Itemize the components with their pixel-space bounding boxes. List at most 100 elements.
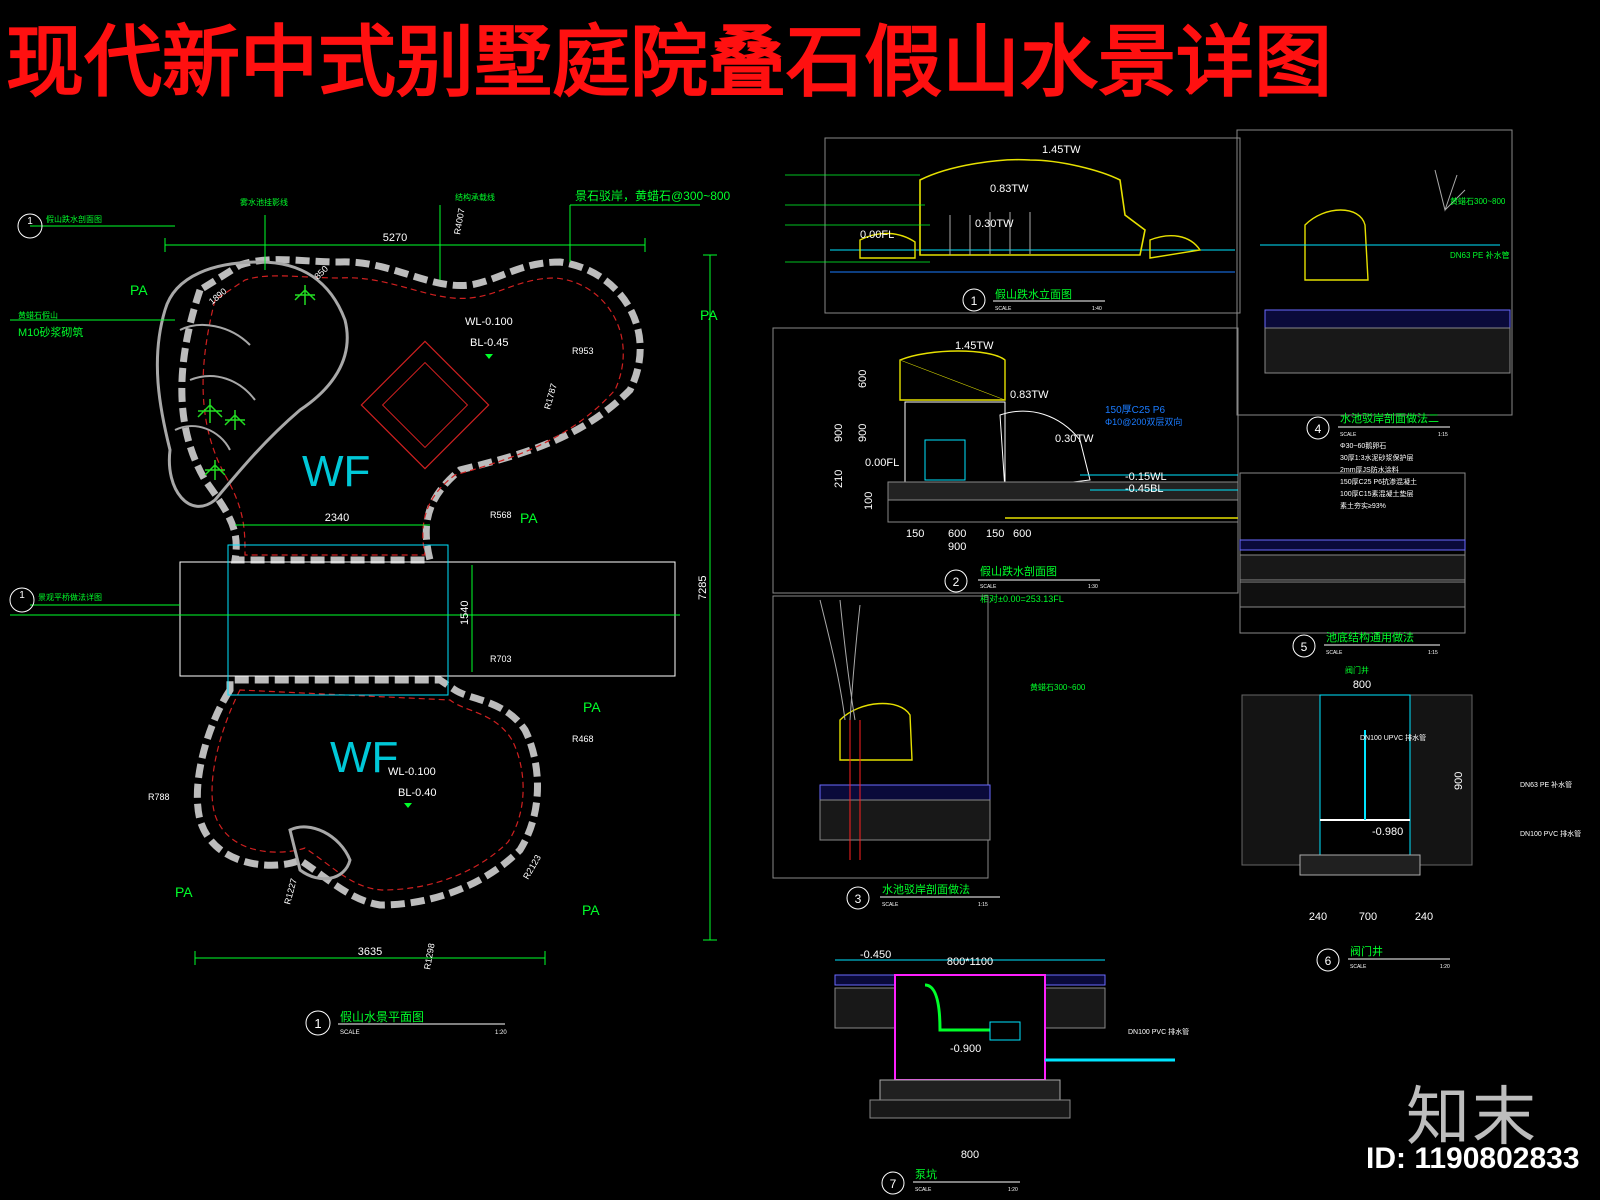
svg-text:DN100 UPVC 排水管: DN100 UPVC 排水管 — [1360, 733, 1426, 742]
svg-text:PA: PA — [520, 510, 538, 526]
detail-4-revetment-section: 黄蜡石300~800 DN63 PE 补水管 4 水池驳岸剖面做法二 SCALE… — [1236, 129, 1513, 440]
flat-bridge — [179, 561, 676, 677]
lower-pond-water — [211, 689, 524, 891]
svg-text:150: 150 — [986, 528, 1004, 540]
svg-text:800: 800 — [961, 1149, 979, 1161]
svg-text:WF: WF — [330, 733, 398, 782]
svg-text:DN100 PVC 排水管: DN100 PVC 排水管 — [1128, 1027, 1189, 1036]
svg-text:3635: 3635 — [358, 946, 382, 958]
svg-text:R788: R788 — [148, 792, 170, 802]
svg-text:1: 1 — [314, 1016, 321, 1031]
plan-caption: 1 假山水景平面图 SCALE 1:20 — [305, 1010, 507, 1036]
svg-text:假山跌水剖面图: 假山跌水剖面图 — [46, 214, 102, 224]
svg-text:景观平桥做法详图: 景观平桥做法详图 — [38, 592, 102, 602]
svg-text:DN63 PE 补水管: DN63 PE 补水管 — [1450, 250, 1510, 260]
upper-pond-water — [202, 275, 624, 556]
svg-text:PA: PA — [583, 699, 601, 715]
svg-text:2mm厚JS防水涂料: 2mm厚JS防水涂料 — [1340, 465, 1399, 474]
svg-text:R568: R568 — [490, 510, 512, 520]
svg-text:SCALE: SCALE — [1326, 650, 1343, 656]
svg-text:R1787: R1787 — [542, 382, 559, 410]
svg-text:2: 2 — [953, 575, 960, 589]
svg-text:-0.900: -0.900 — [950, 1043, 981, 1055]
svg-text:1:15: 1:15 — [978, 902, 988, 908]
svg-text:600: 600 — [1013, 528, 1031, 540]
svg-text:1.45TW: 1.45TW — [1042, 144, 1081, 156]
svg-text:0.00FL: 0.00FL — [860, 229, 894, 241]
lower-pond-outline — [193, 676, 541, 909]
svg-text:素土夯实≥93%: 素土夯实≥93% — [1340, 501, 1386, 510]
svg-text:-0.15WL: -0.15WL — [1125, 471, 1167, 483]
svg-text:SCALE: SCALE — [915, 1187, 932, 1193]
svg-text:150厚C25 P6: 150厚C25 P6 — [1105, 404, 1165, 416]
svg-text:SCALE: SCALE — [995, 306, 1012, 312]
svg-text:结构承载线: 结构承载线 — [455, 192, 495, 202]
svg-text:相对±0.00=253.13FL: 相对±0.00=253.13FL — [980, 593, 1064, 604]
svg-text:M10砂浆砌筑: M10砂浆砌筑 — [18, 325, 83, 339]
svg-text:阀门井: 阀门井 — [1345, 665, 1369, 675]
svg-text:1:15: 1:15 — [1428, 650, 1438, 656]
svg-text:150厚C25 P6抗渗混凝土: 150厚C25 P6抗渗混凝土 — [1340, 477, 1417, 486]
svg-text:1.45TW: 1.45TW — [955, 340, 994, 352]
upper-pond-outline — [178, 256, 644, 564]
detail-3-revetment-section: 黄蜡石300~600 3 水池驳岸剖面做法 SCALE 1:15 — [772, 595, 1086, 910]
svg-text:BL-0.40: BL-0.40 — [398, 787, 437, 799]
svg-text:900: 900 — [857, 424, 869, 442]
svg-text:5: 5 — [1301, 640, 1308, 654]
detail-6-valve-well: 800 240 700 240 900 -0.980 DN100 UPVC 排水… — [1241, 665, 1581, 972]
svg-text:240: 240 — [1309, 911, 1327, 923]
detail-2-section: 1.45TW 0.83TW 0.30TW 0.00FL -0.15WL -0.4… — [772, 327, 1239, 604]
image-id-label: ID: 1190802833 — [1366, 1142, 1580, 1175]
svg-text:池底结构通用做法: 池底结构通用做法 — [1326, 630, 1414, 644]
svg-text:水池驳岸剖面做法二: 水池驳岸剖面做法二 — [1340, 411, 1439, 425]
svg-text:1540: 1540 — [459, 601, 471, 625]
svg-text:R1298: R1298 — [422, 942, 436, 970]
rockery-mass — [155, 260, 349, 508]
svg-text:R468: R468 — [572, 734, 594, 744]
svg-text:DN63 PE 补水管: DN63 PE 补水管 — [1520, 780, 1572, 789]
svg-text:100厚C15素混凝土垫层: 100厚C15素混凝土垫层 — [1340, 489, 1414, 498]
svg-text:R1227: R1227 — [282, 877, 299, 905]
svg-text:210: 210 — [833, 470, 845, 488]
svg-text:600: 600 — [857, 370, 869, 388]
svg-text:假山跌水剖面图: 假山跌水剖面图 — [980, 564, 1057, 578]
svg-text:0.83TW: 0.83TW — [1010, 389, 1049, 401]
svg-text:PA: PA — [130, 282, 148, 298]
svg-text:WF: WF — [302, 447, 370, 496]
svg-text:PA: PA — [175, 884, 193, 900]
svg-text:100: 100 — [863, 492, 875, 510]
svg-text:1: 1 — [971, 294, 978, 308]
svg-text:2340: 2340 — [325, 512, 349, 524]
svg-text:900: 900 — [1453, 772, 1465, 790]
svg-text:WL-0.100: WL-0.100 — [388, 766, 436, 778]
svg-text:R2123: R2123 — [521, 853, 543, 881]
svg-text:700: 700 — [1359, 911, 1377, 923]
svg-text:-0.980: -0.980 — [1372, 826, 1403, 838]
plan-callout-2[interactable]: 1 — [9, 587, 35, 613]
svg-text:900: 900 — [948, 541, 966, 553]
svg-text:阀门井: 阀门井 — [1350, 944, 1383, 958]
svg-text:R703: R703 — [490, 654, 512, 664]
svg-text:1: 1 — [27, 216, 33, 227]
svg-text:泵坑: 泵坑 — [915, 1167, 937, 1181]
svg-text:R953: R953 — [572, 346, 594, 356]
site-plan: 1 假山跌水剖面图 1 景观平桥做法详图 黄蜡石假山 M10砂浆砌筑 雾水池挂影… — [9, 189, 731, 1036]
svg-text:PA: PA — [700, 307, 718, 323]
svg-text:DN100 PVC 排水管: DN100 PVC 排水管 — [1520, 829, 1581, 838]
svg-text:假山跌水立面图: 假山跌水立面图 — [995, 287, 1072, 301]
svg-text:WL-0.100: WL-0.100 — [465, 316, 513, 328]
svg-text:150: 150 — [906, 528, 924, 540]
svg-text:R4007: R4007 — [452, 207, 466, 235]
plant-symbols — [197, 285, 316, 480]
svg-text:1890: 1890 — [207, 286, 229, 307]
svg-text:240: 240 — [1415, 911, 1433, 923]
svg-text:-0.45BL: -0.45BL — [1125, 483, 1164, 495]
detail-7-pump-pit: 800*1100 -0.450 -0.900 800 DN100 PVC 排水管… — [834, 949, 1189, 1195]
plan-callout-1[interactable]: 1 — [17, 213, 43, 239]
svg-text:7285: 7285 — [697, 576, 709, 600]
svg-text:SCALE: SCALE — [1340, 432, 1357, 438]
watermark-logo: 知末 — [1406, 1081, 1538, 1155]
svg-text:黄蜡石300~800: 黄蜡石300~800 — [1450, 196, 1506, 206]
svg-text:SCALE: SCALE — [980, 584, 997, 590]
